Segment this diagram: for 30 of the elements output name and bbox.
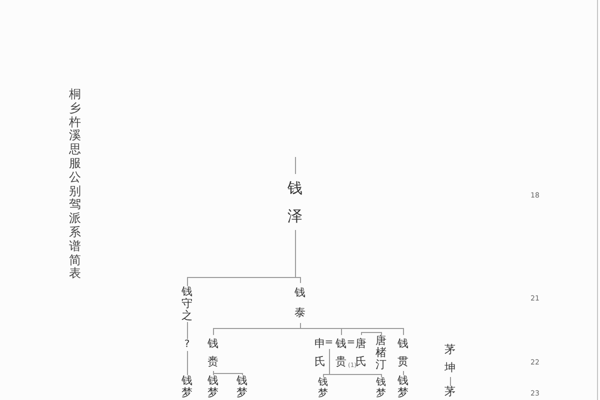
lineage-line	[213, 370, 243, 376]
lineage-line	[450, 376, 451, 386]
person-name: 唐楮汀	[376, 335, 386, 371]
lineage-line	[187, 350, 188, 376]
lineage-line	[295, 230, 301, 284]
person-name: 钱梦	[318, 377, 328, 399]
person-name: 唐氏	[356, 335, 366, 371]
bracket-line	[361, 332, 382, 336]
person-name: 钱贵	[336, 336, 346, 370]
lineage-line	[187, 322, 188, 340]
lineage-line	[403, 370, 404, 376]
person-name: 钱梦	[182, 375, 192, 399]
lineage-line	[329, 348, 382, 378]
person-name: 钱梦	[236, 375, 248, 399]
person-name: 钱赉	[208, 335, 218, 371]
question-mark: ?	[184, 339, 190, 351]
person-name: 钱泰	[294, 283, 306, 323]
person-name: 茅坤	[444, 341, 456, 377]
chart-title: 桐乡杵溪思服公别驾派系谱简表	[69, 88, 81, 282]
person-name: 申氏	[314, 335, 326, 371]
equals-sign: =	[324, 337, 334, 349]
person-name: 钱梦	[398, 375, 408, 399]
person-name: 钱守之	[182, 286, 192, 322]
person-name: 钱梦	[208, 375, 218, 399]
lineage-line	[295, 156, 296, 174]
person-name: 茅	[444, 386, 456, 398]
person-name: 钱梦	[376, 377, 386, 399]
equals-sign: =	[346, 338, 356, 348]
person-name: 钱泽	[288, 174, 302, 230]
person-name: 钱贯	[398, 335, 408, 371]
